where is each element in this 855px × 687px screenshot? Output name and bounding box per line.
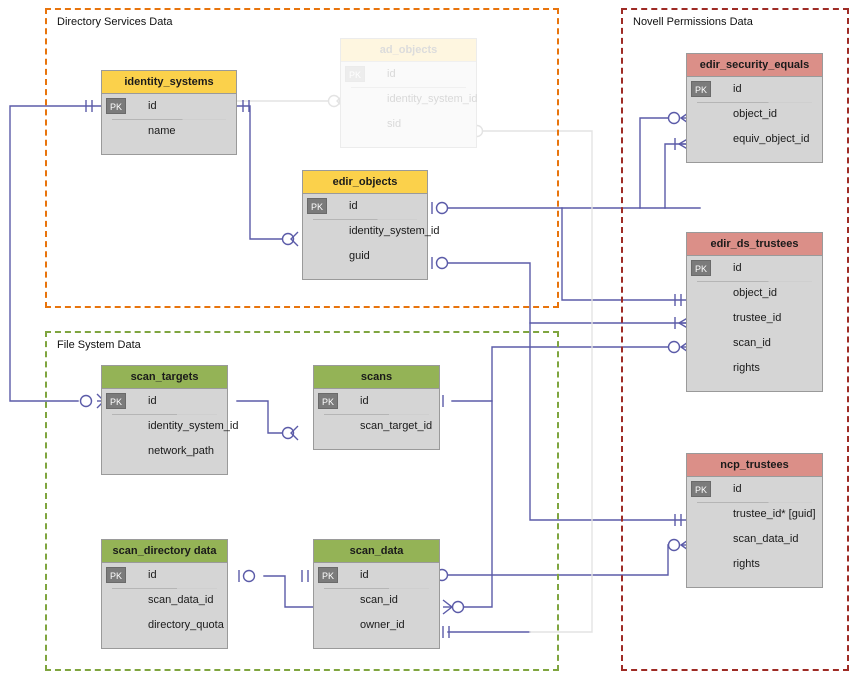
table-edir-ds-trustees[interactable]: edir_ds_trustees PK id object_id trustee… [686,232,823,392]
field-separator [112,414,217,415]
field-separator [112,588,217,589]
group-label-directory-services: Directory Services Data [57,16,173,28]
field-scan-targets-network-path: network_path [148,445,215,457]
pk-badge: PK [691,481,711,497]
pk-badge: PK [691,260,711,276]
pk-badge: PK [106,567,126,583]
field-edir-security-equals-id: PK id [687,77,822,102]
field-separator [697,502,812,503]
field-scan-targets-id: PK id [102,389,227,414]
field-edir-objects-identity-system-id: identity_system_id [349,225,440,237]
field-separator [313,219,417,220]
table-title-ncp-trustees: ncp_trustees [687,454,822,477]
field-label: id [360,569,369,581]
group-label-file-system: File System Data [57,339,141,351]
field-edir-ds-trustees-scan-id: scan_id [733,337,771,349]
field-ncp-trustees-rights: rights [733,558,760,570]
field-label: id [733,262,742,274]
field-scan-data-owner-id: owner_id [360,619,405,631]
field-label: id [148,395,157,407]
pk-badge: PK [307,198,327,214]
pk-badge: PK [106,98,126,114]
field-label: id [349,200,358,212]
field-edir-objects-guid: guid [349,250,370,262]
table-title-scan-targets: scan_targets [102,366,227,389]
field-ad-objects-id: PK id [341,62,476,87]
pk-badge: PK [106,393,126,409]
group-directory-services: Directory Services Data [45,8,559,308]
field-label: id [387,68,396,80]
field-scan-directory-data-scan-data-id: scan_data_id [148,594,214,606]
table-title-edir-objects: edir_objects [303,171,427,194]
table-edir-security-equals[interactable]: edir_security_equals PK id object_id equ… [686,53,823,163]
field-edir-ds-trustees-id: PK id [687,256,822,281]
field-edir-ds-trustees-rights: rights [733,362,760,374]
table-title-identity-systems: identity_systems [102,71,236,94]
pk-badge: PK [345,66,365,82]
table-title-scan-directory-data: scan_directory data [102,540,227,563]
table-title-scan-data: scan_data [314,540,439,563]
field-separator [324,414,429,415]
field-label: id [733,483,742,495]
group-novell-permissions: Novell Permissions Data [621,8,849,671]
field-label: id [148,100,157,112]
field-identity-systems-id: PK id [102,94,236,119]
field-edir-ds-trustees-object-id: object_id [733,287,778,299]
table-scan-directory-data[interactable]: scan_directory data PK id scan_data_id d… [101,539,228,649]
table-ncp-trustees[interactable]: ncp_trustees PK id trustee_id* [guid] sc… [686,453,823,588]
field-scan-directory-data-directory-quota: directory_quota [148,619,224,631]
table-title-scans: scans [314,366,439,389]
field-scans-scan-target-id: scan_target_id [360,420,433,432]
field-ncp-trustees-id: PK id [687,477,822,502]
field-ad-objects-sid: sid [387,118,402,130]
field-scan-targets-identity-system-id: identity_system_id [148,420,239,432]
field-ad-objects-identity-system-id: identity_system_id [387,93,478,105]
field-ncp-trustees-scan-data-id: scan_data_id [733,533,799,545]
field-edir-objects-id: PK id [303,194,427,219]
field-edir-ds-trustees-trustee-id: trustee_id [733,312,782,324]
field-edir-security-equals-object-id: object_id [733,108,778,120]
group-file-system: File System Data [45,331,559,671]
table-title-edir-ds-trustees: edir_ds_trustees [687,233,822,256]
table-scan-data[interactable]: scan_data PK id scan_id owner_id [313,539,440,649]
field-label: id [733,83,742,95]
table-edir-objects[interactable]: edir_objects PK id identity_system_id gu… [302,170,440,280]
group-label-novell-permissions: Novell Permissions Data [633,16,753,28]
field-identity-systems-name: name [148,125,176,137]
table-title-edir-security-equals: edir_security_equals [687,54,822,77]
field-separator [351,87,466,88]
table-identity-systems[interactable]: identity_systems PK id name [101,70,237,155]
table-title-ad-objects: ad_objects [341,39,476,62]
field-scans-id: PK id [314,389,439,414]
table-scans[interactable]: scans PK id scan_target_id [313,365,440,450]
pk-badge: PK [691,81,711,97]
table-scan-targets[interactable]: scan_targets PK id identity_system_id ne… [101,365,239,475]
field-scan-directory-data-id: PK id [102,563,227,588]
field-label: id [360,395,369,407]
field-separator [324,588,429,589]
pk-badge: PK [318,393,338,409]
table-ad-objects[interactable]: ad_objects PK id identity_system_id sid [340,38,478,148]
field-separator [697,102,812,103]
field-scan-data-id: PK id [314,563,439,588]
field-ncp-trustees-trustee-id: trustee_id* [guid] [733,508,816,520]
field-scan-data-scan-id: scan_id [360,594,398,606]
field-separator [697,281,812,282]
field-label: id [148,569,157,581]
field-edir-security-equals-equiv-object-id: equiv_object_id [733,133,810,145]
pk-badge: PK [318,567,338,583]
field-separator [112,119,226,120]
